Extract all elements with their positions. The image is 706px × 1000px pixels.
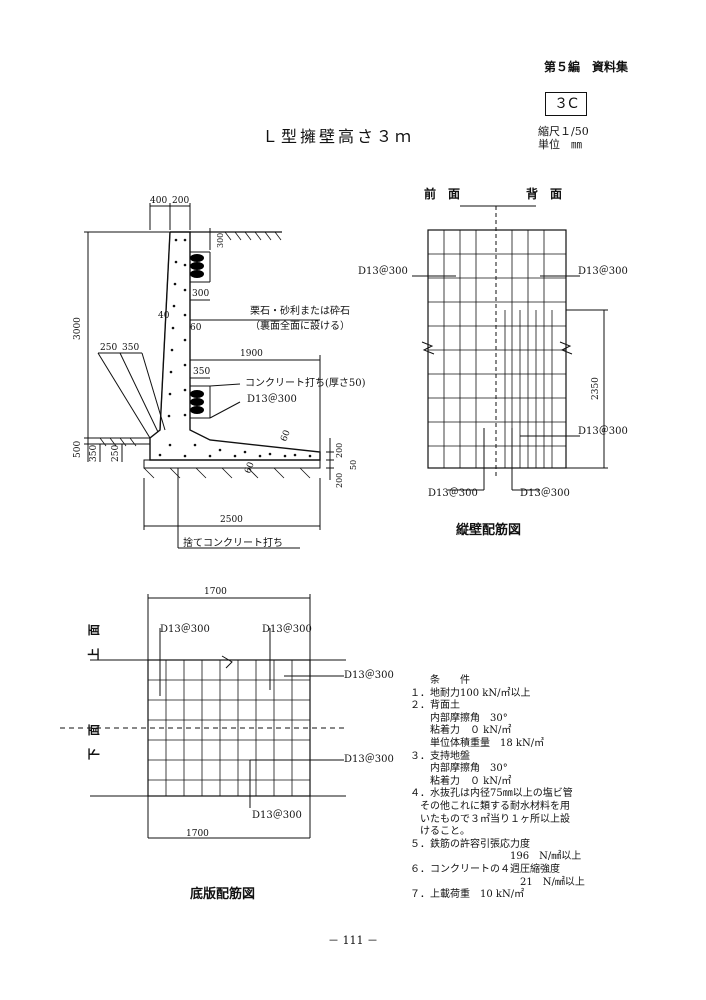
label-top-face: 上 面 [86, 624, 101, 660]
base-d13-4: D13＠300 [344, 753, 394, 765]
condition-line: その他これに類する耐水材料を用 [410, 800, 570, 812]
dim-200: 200 [172, 196, 189, 206]
label-concrete: コンクリート打ち(厚さ50) [245, 376, 366, 389]
dim-250b: 250 [111, 445, 121, 462]
condition-line: 内部摩擦角 30° [410, 763, 508, 775]
base-d13-3: D13＠300 [344, 669, 394, 681]
condition-line: ２．背面土 [410, 700, 460, 712]
base-dim-top: 1700 [204, 587, 227, 597]
wall-rebar-caption: 縦壁配筋図 [456, 522, 521, 538]
label-gravel-note: （裏面全面に設ける） [250, 319, 350, 332]
condition-line: 粘着力 ０ kN/㎡ [410, 775, 512, 787]
condition-line: ４．水抜孔は内径75㎜以上の塩ビ管 [410, 788, 573, 800]
condition-line: 粘着力 ０ kN/㎡ [410, 725, 512, 737]
wall-d13-3: D13＠300 [578, 425, 628, 437]
dim-500: 500 [73, 441, 83, 458]
condition-line: いたもので３㎡当り１ヶ所以上設 [410, 813, 570, 825]
unit-text: 単位 ㎜ [538, 138, 582, 151]
section-header: 第５編 資料集 [543, 60, 628, 74]
dim-60b: 60 [279, 429, 292, 443]
section-view: 400 200 300 [73, 196, 366, 549]
page-number: － 111 － [328, 934, 378, 947]
drawing-title: Ｌ型擁壁高さ３ｍ [262, 127, 415, 146]
condition-line: 条 件 [410, 675, 470, 686]
condition-line: ６．コンクリートの４週圧縮強度 [410, 863, 560, 875]
base-d13-2: D13＠300 [262, 623, 312, 635]
label-lean-concrete: 捨てコンクリート打ち [183, 536, 283, 549]
base-dim-bottom: 1700 [186, 829, 209, 839]
base-d13-1: D13＠300 [160, 623, 210, 635]
base-d13-5: D13＠300 [252, 809, 302, 821]
sheet-id-box: ３C [545, 92, 587, 116]
dim-1900: 1900 [240, 349, 263, 359]
dim-300-top: 300 [216, 233, 225, 248]
dim-350: 350 [122, 343, 139, 353]
condition-line: １．地耐力100 kN/㎡以上 [410, 687, 531, 699]
dim-40: 40 [158, 311, 170, 321]
condition-line: 単位体積重量 18 kN/㎥ [410, 737, 545, 749]
condition-line: 196 N/㎟以上 [410, 851, 582, 863]
wall-d13-1: D13＠300 [358, 265, 408, 277]
dim-200b: 200 [335, 473, 344, 488]
dim-350c: 350 [89, 445, 99, 462]
wall-d13-5: D13＠300 [520, 487, 570, 499]
scale-block: 縮尺１/50 単位 ㎜ [538, 125, 589, 151]
dim-3000: 3000 [73, 317, 83, 340]
condition-line: ７．上載荷重 10 kN/㎡ [410, 889, 525, 901]
wall-d13-4: D13＠300 [428, 487, 478, 499]
dim-400: 400 [150, 196, 167, 206]
condition-line: けること。 [410, 826, 470, 838]
dim-250: 250 [100, 343, 117, 353]
base-rebar-caption: 底版配筋図 [190, 886, 255, 902]
scale-text: 縮尺１/50 [538, 125, 589, 138]
dim-300-mid: 300 [192, 289, 209, 299]
label-gravel: 栗石・砂利または砕石 [250, 304, 350, 317]
label-back: 背 面 [526, 186, 562, 201]
label-front: 前 面 [424, 186, 460, 201]
label-bottom-face: 下 面 [87, 724, 101, 760]
condition-line: ５．鉄筋の許容引張応力度 [410, 838, 530, 850]
dim-200: 200 [335, 443, 344, 458]
dim-350b: 350 [193, 367, 210, 377]
condition-line: ３．支持地盤 [410, 750, 470, 762]
wall-rebar-view: 前 面 背 面 D13＠300 D13＠300 D13＠300 D13＠300 [358, 186, 628, 538]
condition-line: 21 N/㎟以上 [410, 876, 585, 888]
dim-2500: 2500 [220, 515, 243, 525]
dim-50: 50 [349, 460, 358, 470]
wall-d13-2: D13＠300 [578, 265, 628, 277]
base-rebar-view: 1700 D13＠300 D13＠300 D13＠300 D13＠300 D13… [60, 587, 394, 902]
condition-line: 内部摩擦角 30° [410, 712, 508, 724]
dim-60: 60 [190, 323, 202, 333]
label-rebar-section: D13＠300 [247, 393, 297, 405]
dim-2350: 2350 [591, 377, 601, 400]
